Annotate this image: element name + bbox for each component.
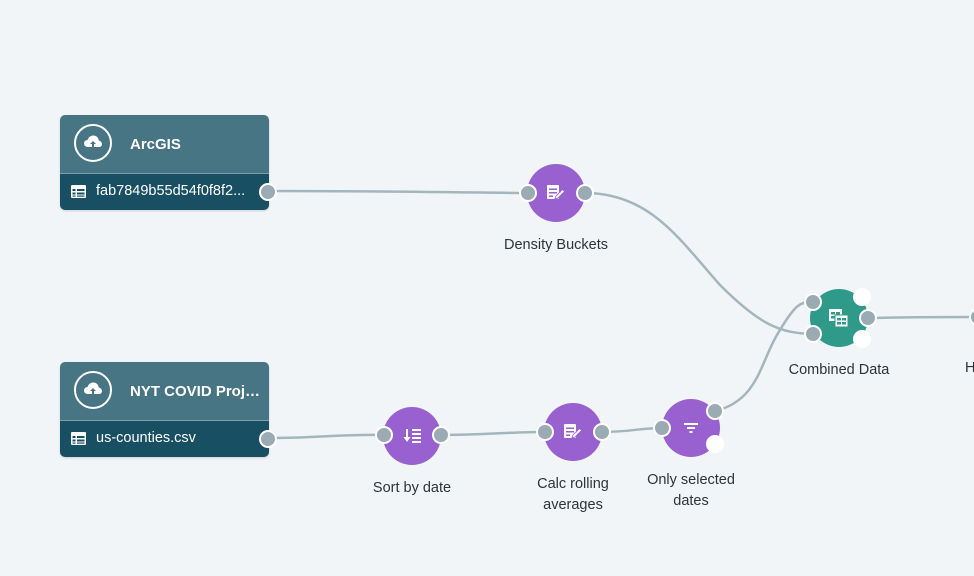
source-card-header: NYT COVID Proje... bbox=[60, 362, 269, 421]
node-label-density-buckets: Density Buckets bbox=[504, 237, 608, 253]
output-port-empty[interactable] bbox=[706, 435, 724, 453]
output-port-empty[interactable] bbox=[853, 288, 871, 306]
node-label-only-selected-dates: Only selected dates bbox=[647, 470, 735, 512]
output-port[interactable] bbox=[576, 184, 594, 202]
source-file-name: fab7849b55d54f0f8f2... bbox=[96, 183, 246, 199]
cloud-upload-icon bbox=[74, 124, 112, 162]
table-icon bbox=[71, 185, 86, 198]
output-port[interactable] bbox=[259, 430, 277, 448]
input-port[interactable] bbox=[519, 184, 537, 202]
link-sort-to-calc bbox=[439, 430, 545, 437]
output-port[interactable] bbox=[593, 423, 611, 441]
source-file-name: us-counties.csv bbox=[96, 430, 196, 446]
filter-icon bbox=[684, 423, 698, 433]
join-tables-icon bbox=[829, 309, 849, 328]
source-card-footer: fab7849b55d54f0f8f2... bbox=[60, 174, 269, 210]
table-icon bbox=[71, 432, 86, 445]
sort-descending-icon bbox=[403, 429, 421, 443]
node-label-line: averages bbox=[543, 497, 603, 513]
output-port[interactable] bbox=[259, 183, 277, 201]
source-card-arcgis[interactable]: ArcGIS fab7849b55d54f0f8f2... bbox=[60, 115, 269, 210]
node-label-sort-by-date: Sort by date bbox=[372, 480, 452, 496]
link-arcgis-to-density bbox=[267, 189, 528, 195]
node-label-calc-rolling-averages: Calc rolling averages bbox=[537, 474, 609, 516]
output-port-empty[interactable] bbox=[853, 330, 871, 348]
edit-table-icon bbox=[547, 185, 566, 200]
output-port[interactable] bbox=[706, 402, 724, 420]
link-filter-to-combined bbox=[714, 300, 813, 413]
cloud-upload-icon bbox=[74, 371, 112, 409]
link-nyt-to-sort bbox=[267, 433, 384, 440]
source-card-nyt-covid[interactable]: NYT COVID Proje... us-counties.csv bbox=[60, 362, 269, 457]
link-combined-to-next bbox=[867, 315, 974, 320]
input-port[interactable] bbox=[653, 419, 671, 437]
node-label-line: Only selected bbox=[647, 472, 735, 488]
input-port[interactable] bbox=[536, 423, 554, 441]
source-card-header: ArcGIS bbox=[60, 115, 269, 174]
input-port[interactable] bbox=[804, 325, 822, 343]
node-label-combined-data: Combined Data bbox=[788, 362, 890, 378]
node-label-offscreen: H bbox=[965, 360, 974, 376]
source-title: NYT COVID Proje... bbox=[130, 383, 262, 400]
node-label-line: Calc rolling bbox=[537, 476, 609, 492]
source-title: ArcGIS bbox=[130, 136, 181, 153]
output-port[interactable] bbox=[859, 309, 877, 327]
edit-table-icon bbox=[564, 424, 583, 439]
node-label-line: dates bbox=[673, 493, 709, 509]
link-density-to-combined bbox=[584, 191, 813, 336]
output-port[interactable] bbox=[432, 426, 450, 444]
source-card-footer: us-counties.csv bbox=[60, 421, 269, 457]
input-port[interactable] bbox=[375, 426, 393, 444]
input-port[interactable] bbox=[804, 293, 822, 311]
